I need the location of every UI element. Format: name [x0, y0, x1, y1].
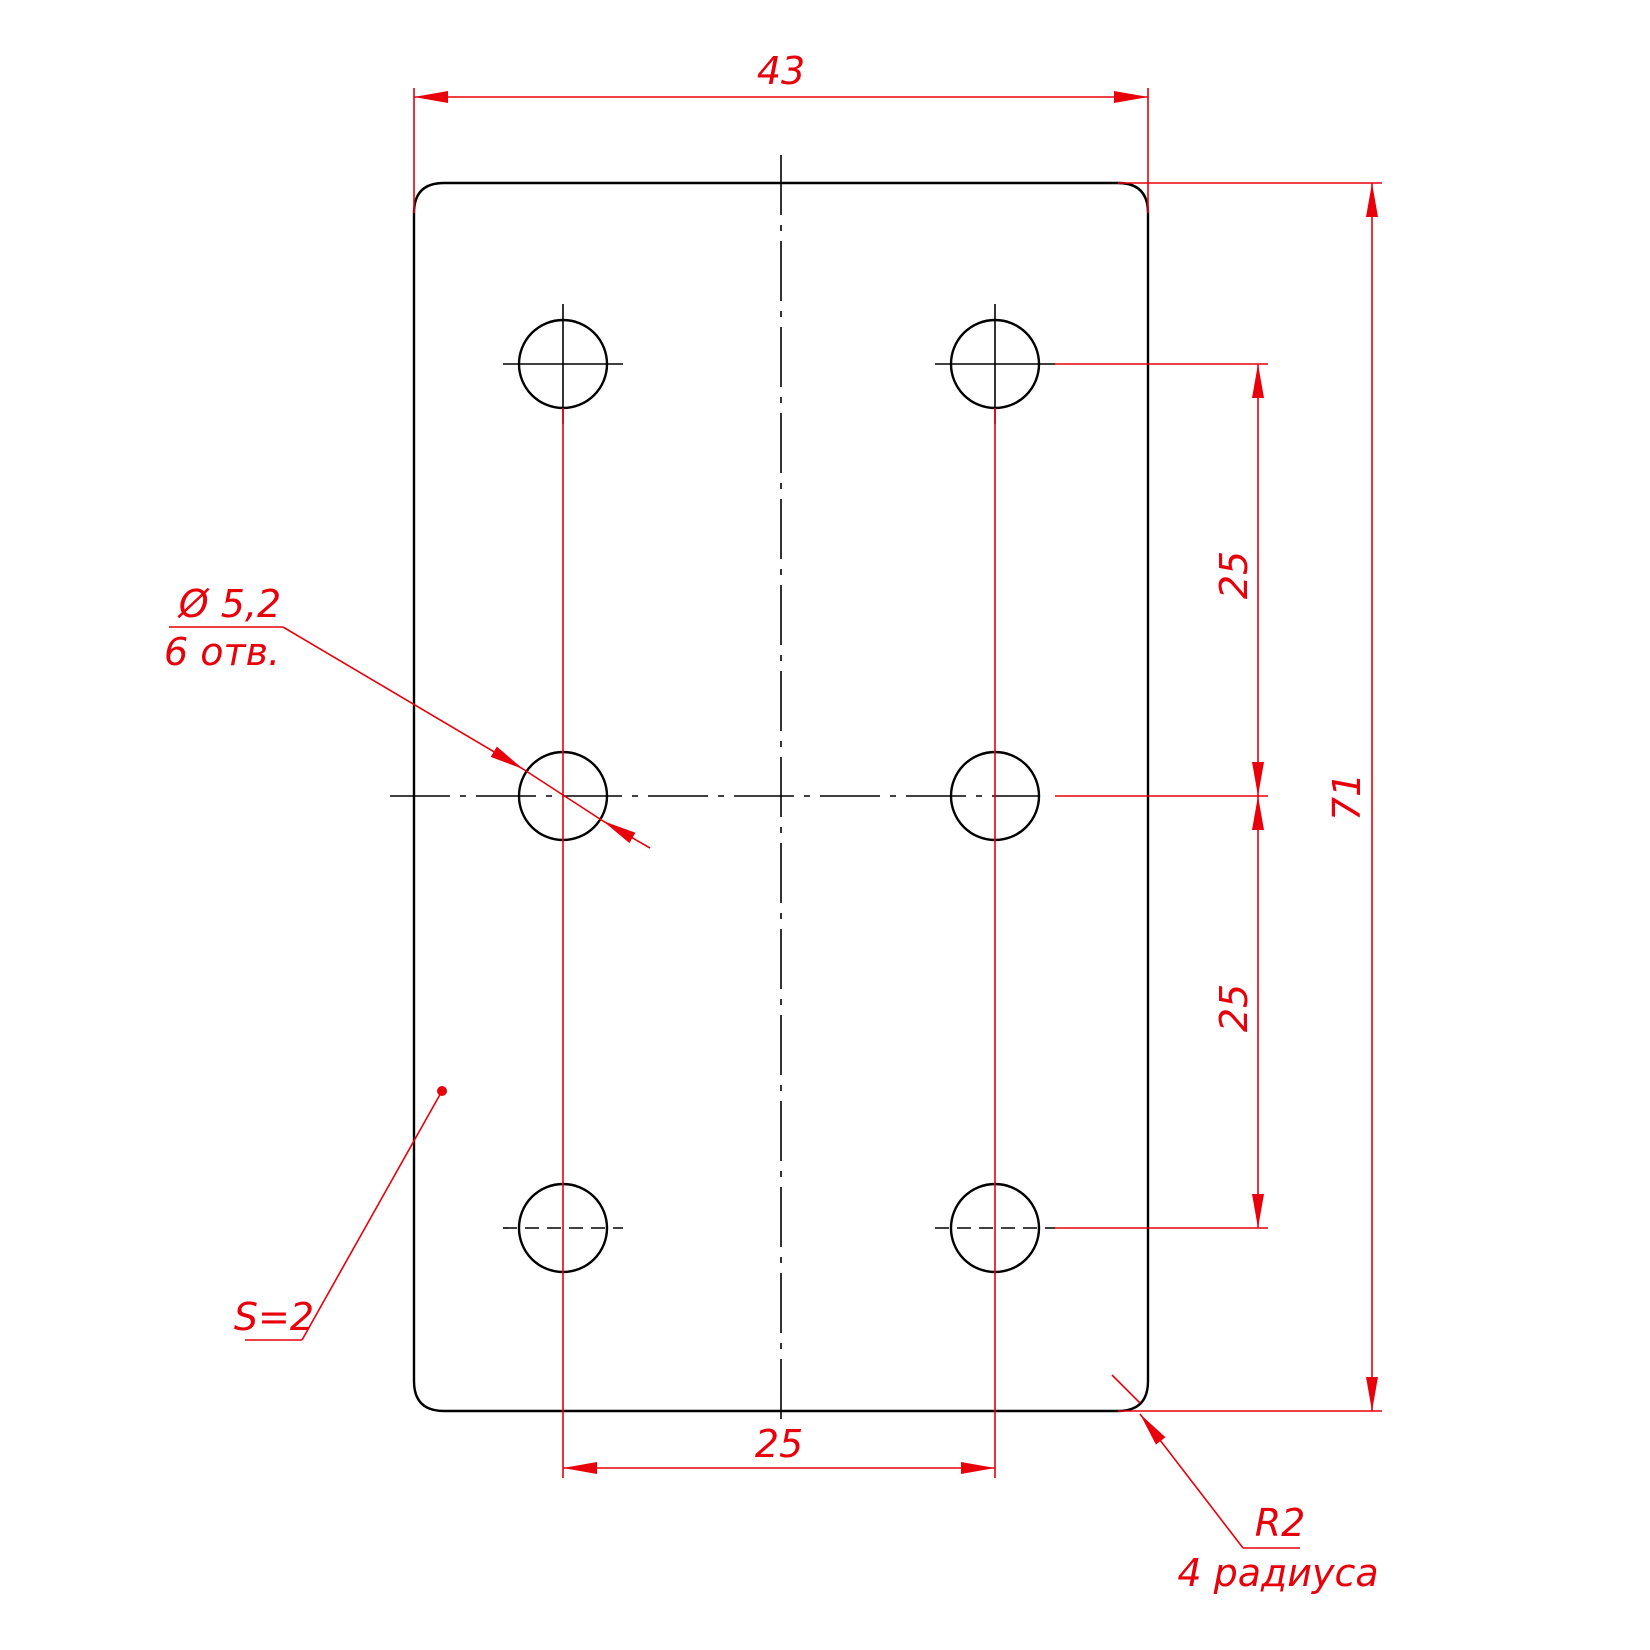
radius-callout: R2 4 радиуса	[1111, 1374, 1379, 1595]
hole-top-right	[935, 304, 1055, 424]
hole-diameter-callout: Ø 5,2 6 отв.	[164, 582, 651, 849]
hole-top-left	[503, 304, 623, 424]
hole-count-label: 6 отв.	[164, 630, 280, 674]
height-dimension-label: 71	[1325, 773, 1369, 821]
width-dimension: 43	[413, 49, 1149, 213]
radius-count-label: 4 радиуса	[1177, 1551, 1378, 1595]
hole-spacing-vertical-dimension: 25 25	[1055, 363, 1268, 1229]
horizontal-spacing-label: 25	[755, 1422, 803, 1466]
thickness-label: S=2	[234, 1295, 314, 1339]
upper-spacing-label: 25	[1212, 551, 1256, 599]
hole-spacing-horizontal-dimension: 25	[563, 1422, 995, 1474]
radius-label: R2	[1255, 1501, 1306, 1545]
plate-outline	[412, 181, 1150, 1413]
height-dimension: 71	[1118, 182, 1382, 1412]
width-dimension-label: 43	[757, 49, 805, 93]
thickness-callout: S=2	[234, 1086, 447, 1341]
lower-spacing-label: 25	[1212, 984, 1256, 1032]
hole-diameter-label: Ø 5,2	[177, 582, 281, 626]
